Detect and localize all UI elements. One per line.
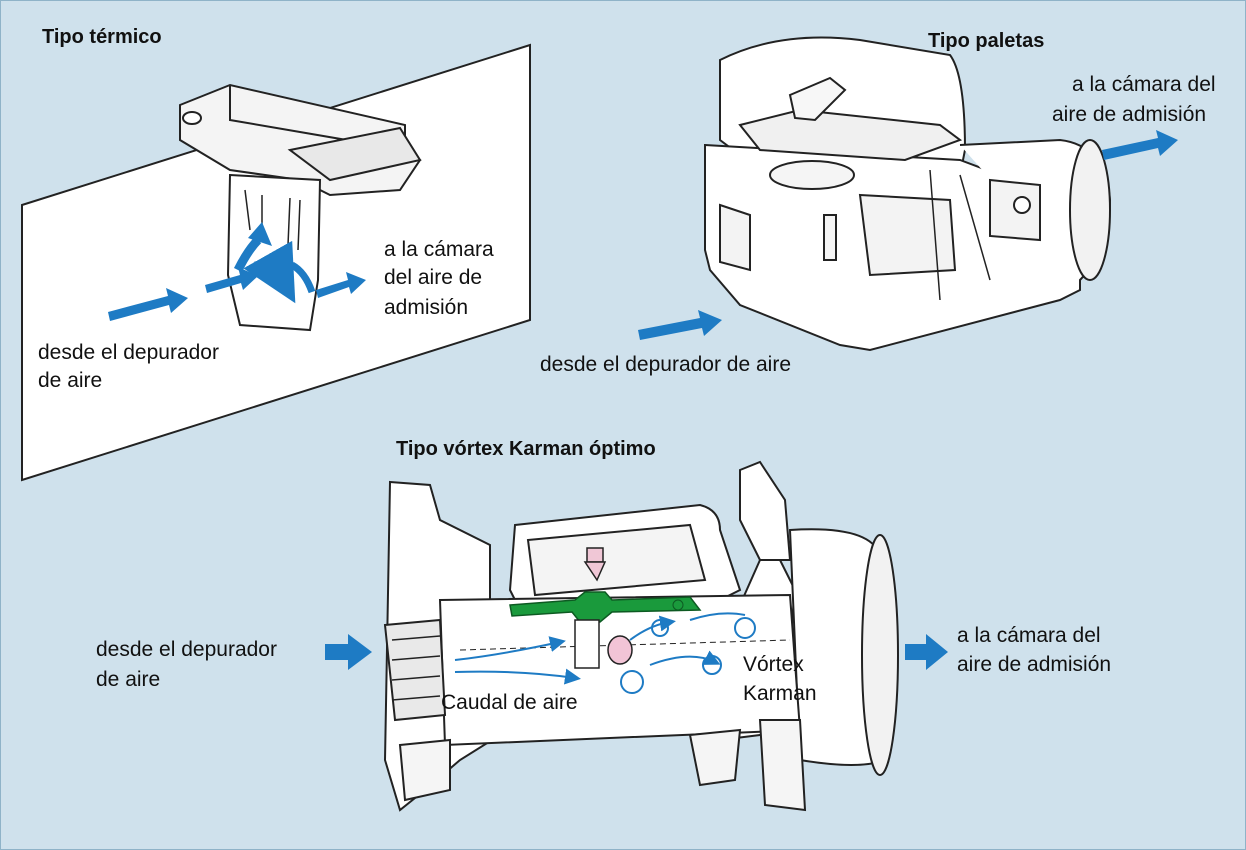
karman-type-title: Tipo vórtex Karman óptimo [396, 438, 656, 460]
karman-sensor-assembly [509, 547, 702, 669]
vane-to-label-line1: a la cámara del [1072, 73, 1216, 96]
thermal-to-label-line3: admisión [384, 296, 469, 319]
thermal-flow-arrows [108, 222, 366, 321]
thermal-to-label-line2: del aire de [384, 266, 483, 289]
vane-flow-arrows [638, 130, 1178, 340]
vane-to-label-line2: aire de admisión [1052, 103, 1207, 126]
karman-to-label-line2: aire de admisión [957, 653, 1112, 676]
vane-type-title: Tipo paletas [928, 30, 1045, 52]
karman-from-label-line1: desde el depurador [96, 638, 277, 661]
thermal-to-label-line1: a la cámara [384, 238, 494, 261]
thermal-from-label-line1: desde el depurador [38, 341, 219, 364]
vortex-label-line1: Vórtex [743, 653, 804, 676]
thermal-type-title: Tipo térmico [42, 26, 162, 48]
karman-flow-lines [454, 612, 756, 694]
vane-meter-body [704, 36, 1112, 352]
thermal-from-label-line2: de aire [38, 369, 103, 392]
karman-meter-body [383, 460, 899, 812]
karman-from-label-line2: de aire [96, 668, 161, 691]
air-flow-label: Caudal de aire [441, 691, 578, 714]
karman-io-arrows [325, 634, 948, 670]
vane-from-label: desde el depurador de aire [540, 353, 792, 376]
karman-to-label-line1: a la cámara del [957, 624, 1101, 647]
vortex-label-line2: Karman [743, 682, 817, 705]
